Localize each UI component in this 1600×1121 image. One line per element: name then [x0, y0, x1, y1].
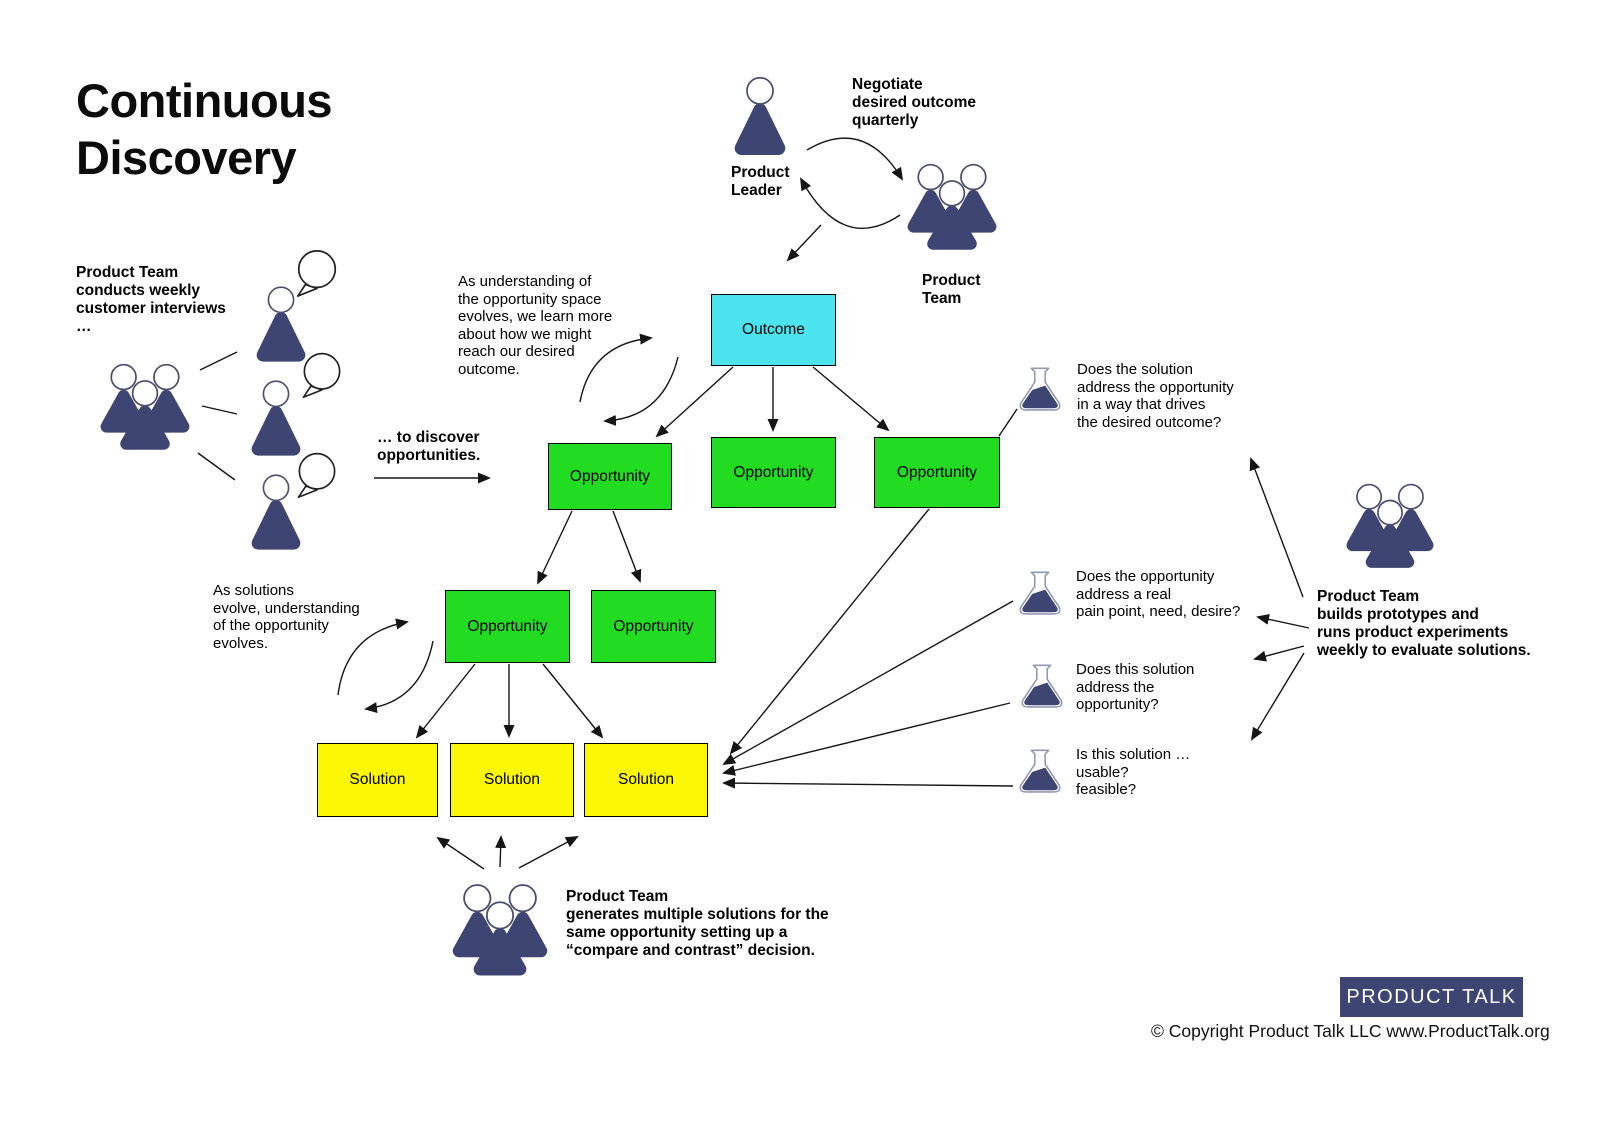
- arrow-opportunity1-to-opportunity-5: [612, 510, 642, 583]
- solution-box-1: Solution: [317, 743, 438, 817]
- solutions-team-icon: [450, 874, 550, 986]
- arrow-team-to-question-1: [1249, 457, 1304, 598]
- arrow-negotiation-to-outcome: [786, 224, 822, 262]
- solution-label-2: Solution: [483, 771, 540, 788]
- product-leader-label: Product Leader: [731, 164, 790, 199]
- question-4: Is this solution … usable? feasible?: [1076, 746, 1191, 798]
- arrow-understanding-cycle-up: [579, 333, 653, 403]
- interviews-annotation: Product Team conducts weekly customer in…: [76, 264, 226, 335]
- outcome-label: Outcome: [742, 321, 805, 338]
- generates-annotation: Product Team generates multiple solution…: [566, 888, 829, 959]
- arrow-evolve-cycle-up: [337, 618, 409, 696]
- arrow-opportunity4-to-solution-3: [542, 663, 604, 739]
- product-leader-icon: [733, 76, 787, 158]
- arrow-team-to-question-3: [1253, 645, 1305, 662]
- copyright-text: © Copyright Product Talk LLC www.Product…: [1151, 1021, 1550, 1041]
- opportunity-box-2: Opportunity: [711, 437, 836, 508]
- outcome-box: Outcome: [711, 294, 836, 366]
- speech-bubble-icon-3: [297, 452, 336, 499]
- arrow-flask4-to-solution-3: [722, 777, 1014, 789]
- evolve-annotation: As solutions evolve, understanding of th…: [213, 582, 360, 652]
- question-2: Does the opportunity address a real pain…: [1076, 568, 1241, 620]
- line-flask1-to-opportunity-3: [998, 408, 1018, 437]
- product-team-top-label: Product Team: [922, 272, 981, 307]
- arrow-opportunity3-to-solution-3: [729, 508, 930, 755]
- arrow-flask2-to-solution-3: [722, 600, 1014, 765]
- solution-box-3: Solution: [584, 743, 708, 817]
- opportunity-box-3: Opportunity: [874, 437, 1000, 508]
- opportunity-box-1: Opportunity: [548, 443, 672, 510]
- solution-box-2: Solution: [450, 743, 574, 817]
- speech-bubble-icon-1: [296, 250, 337, 297]
- arrow-opportunity4-to-solution-1: [415, 663, 476, 739]
- solution-label-1: Solution: [349, 771, 406, 788]
- arrow-bottom-team-to-solution-2: [495, 835, 507, 868]
- arrow-team-to-leader: [800, 177, 901, 230]
- flask-icon-1: [1019, 367, 1061, 411]
- arrow-outcome-to-opportunity-3: [812, 366, 890, 432]
- flask-icon-3: [1021, 664, 1063, 708]
- speech-bubble-icon-2: [302, 352, 341, 399]
- arrow-bottom-team-to-solution-1: [436, 836, 485, 870]
- opportunity-box-4: Opportunity: [445, 590, 570, 663]
- flask-icon-2: [1019, 571, 1061, 615]
- solution-label-3: Solution: [617, 771, 674, 788]
- opportunity-label-2: Opportunity: [733, 463, 814, 481]
- flask-icon-4: [1019, 749, 1061, 793]
- question-3: Does this solution address the opportuni…: [1076, 661, 1195, 713]
- opportunity-label-3: Opportunity: [896, 463, 978, 481]
- opportunity-box-5: Opportunity: [591, 590, 716, 663]
- line-team-to-customer-1: [199, 351, 238, 371]
- opportunity-label-4: Opportunity: [467, 617, 548, 635]
- experiment-team-icon: [1344, 474, 1436, 578]
- arrow-evolve-cycle-down: [364, 640, 434, 714]
- question-1: Does the solution address the opportunit…: [1077, 361, 1234, 431]
- arrow-bottom-team-to-solution-3: [518, 836, 579, 869]
- arrow-team-to-question-4: [1250, 652, 1305, 741]
- arrow-outcome-to-opportunity-1: [655, 366, 734, 438]
- opportunity-label-5: Opportunity: [613, 617, 694, 635]
- opportunity-label-1: Opportunity: [569, 467, 651, 485]
- arrow-leader-to-team: [806, 137, 904, 181]
- product-team-top-icon: [905, 157, 999, 257]
- discover-annotation: … to discover opportunities.: [377, 429, 481, 464]
- arrow-understanding-cycle-down: [603, 356, 679, 426]
- arrow-flask3-to-solution-3: [722, 702, 1011, 776]
- line-team-to-customer-3: [197, 452, 236, 481]
- negotiate-annotation: Negotiate desired outcome quarterly: [852, 76, 977, 129]
- customer-2-icon: [250, 380, 302, 458]
- understanding-annotation: As understanding of the opportunity spac…: [458, 273, 613, 378]
- arrow-team-to-question-2: [1256, 613, 1310, 629]
- builds-annotation: Product Team builds prototypes and runs …: [1317, 588, 1531, 659]
- line-team-to-customer-2: [201, 405, 238, 415]
- page-title: Continuous Discovery: [76, 74, 333, 184]
- arrow-opportunity1-to-opportunity-4: [537, 510, 573, 585]
- product-talk-badge: PRODUCT TALK: [1340, 977, 1523, 1017]
- interview-team-icon: [98, 356, 192, 458]
